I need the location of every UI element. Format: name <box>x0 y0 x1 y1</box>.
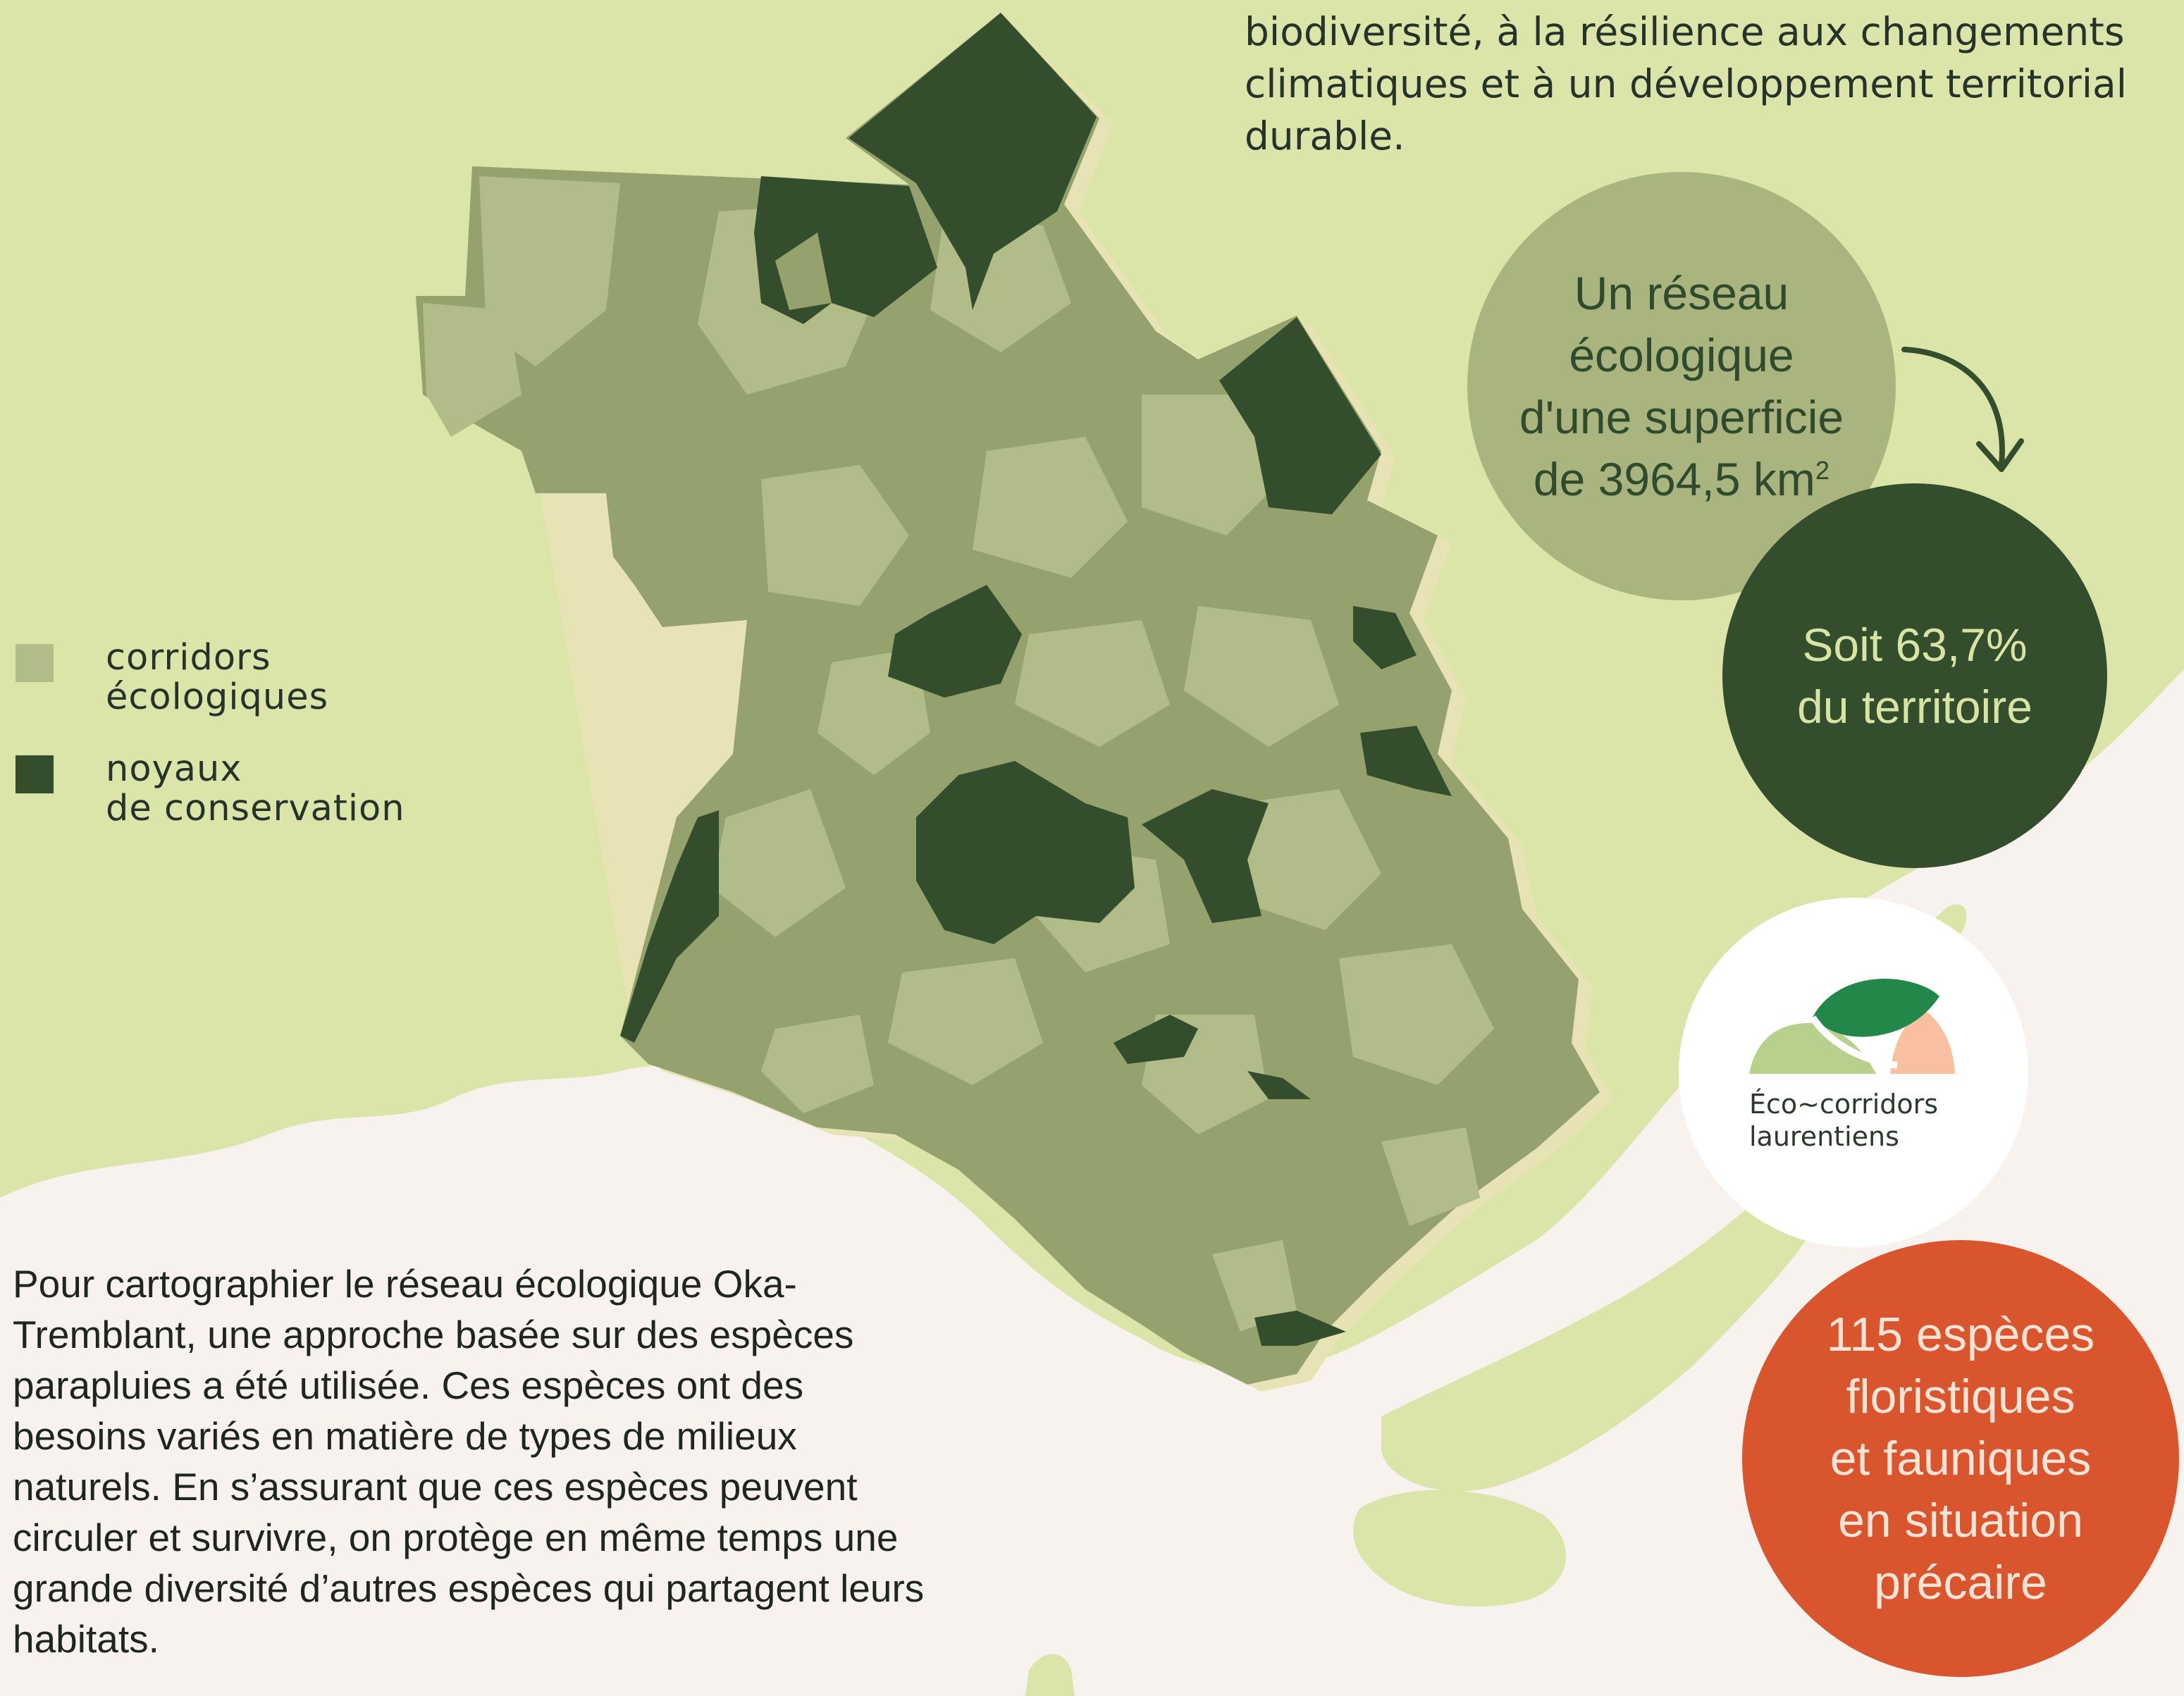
area-stat-text: Un réseau écologique d'une superficie de… <box>1519 267 1844 505</box>
river-water <box>0 669 2184 1696</box>
area-unit-exponent: 2 <box>1815 456 1830 485</box>
species-stat-circle: 115 espèces floristiques et fauniques en… <box>1742 1240 2179 1677</box>
light-green-square-icon <box>16 644 54 682</box>
eco-corridors-logo: Éco∼corridors laurentiens <box>1679 898 2028 1247</box>
percent-stat-text: Soit 63,7% du territoire <box>1797 619 2032 733</box>
map-legend: corridors écologiques noyaux de conserva… <box>16 638 405 861</box>
curved-arrow-icon <box>1901 347 2024 472</box>
conservation-cores <box>620 13 1452 1346</box>
percent-stat-circle: Soit 63,7% du territoire <box>1722 483 2107 868</box>
legend-item-conservation: noyaux de conservation <box>16 750 405 829</box>
intro-text: biodiversité, à la résilience aux change… <box>1245 9 2128 159</box>
legend-label: corridors écologiques <box>106 637 329 718</box>
legend-label: noyaux de conservation <box>106 748 405 829</box>
river-island <box>1025 1654 1075 1696</box>
river-island <box>1381 1151 1838 1492</box>
species-stat-text: 115 espèces floristiques et fauniques en… <box>1826 1308 2095 1609</box>
description-text: Pour cartographier le réseau écologique … <box>13 1262 925 1661</box>
logo-mark-icon <box>1749 978 1955 1074</box>
legend-item-corridors: corridors écologiques <box>16 638 405 717</box>
dark-green-square-icon <box>16 755 54 793</box>
river-island <box>1353 1490 1567 1607</box>
logo-text: Éco∼corridors laurentiens <box>1749 1089 1939 1152</box>
